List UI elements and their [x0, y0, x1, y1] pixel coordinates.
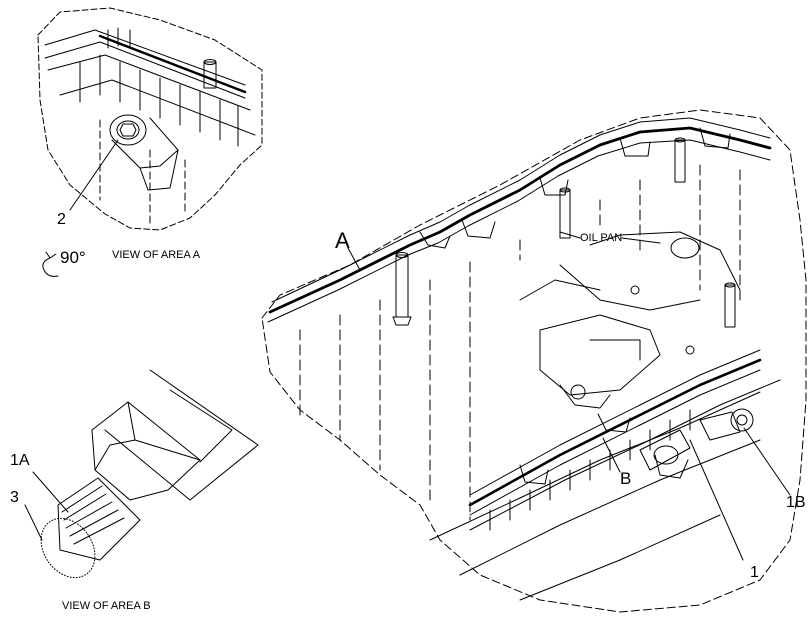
callout-3: 3	[10, 489, 19, 506]
view-of-area-b-caption: VIEW OF AREA B	[62, 600, 151, 612]
area-a-label: A	[335, 228, 350, 253]
main-view	[261, 109, 807, 613]
callout-1: 1	[750, 564, 759, 581]
rotation-label: 90°	[60, 248, 86, 267]
oil-pan-label: OIL PAN	[580, 232, 623, 244]
callout-1a: 1A	[10, 452, 30, 469]
callout-1b: 1B	[786, 494, 806, 511]
view-of-area-a-caption: VIEW OF AREA A	[112, 249, 201, 261]
inset-view-area-a	[37, 7, 263, 277]
callout-2: 2	[57, 211, 66, 228]
area-b-label: B	[620, 469, 632, 488]
inset-view-area-b	[24, 369, 259, 579]
